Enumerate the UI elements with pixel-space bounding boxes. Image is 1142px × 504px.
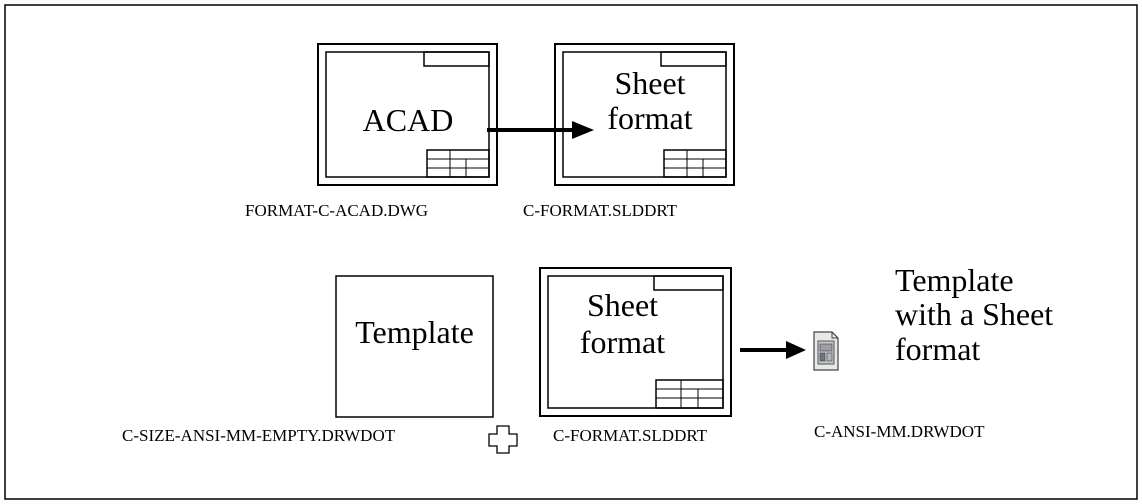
converted-sheet-label-line2: format [607,100,693,136]
sheet-format-icon [554,43,735,186]
result-label-line1: Template [895,262,1014,298]
drawing-template-file-icon [813,331,839,371]
sheet-format-label-line1: Sheet [586,287,659,323]
template-box [335,275,494,418]
sheet-format-label-line2: format [579,324,666,360]
result-filename: C-ANSI-MM.DRWDOT [814,422,985,441]
result-label-line2: with a Sheet [895,296,1054,332]
sheet-format-filename: C-FORMAT.SLDDRT [553,426,708,445]
acad-sheet-icon [317,43,498,186]
template-filename: C-SIZE-ANSI-MM-EMPTY.DRWDOT [122,426,396,445]
right-arrow-icon [487,121,594,139]
right-arrow-icon-2 [740,341,806,359]
sheet-format-icon-2 [539,267,732,417]
template-label: Template [355,314,474,350]
acad-filename: FORMAT-C-ACAD.DWG [245,201,429,220]
result-label-line3: format [895,331,981,367]
acad-label: ACAD [362,102,454,138]
plus-outline-icon [488,425,518,454]
outer-border [4,4,1138,500]
converted-sheet-filename: C-FORMAT.SLDDRT [523,201,678,220]
converted-sheet-label-line1: Sheet [614,65,686,101]
